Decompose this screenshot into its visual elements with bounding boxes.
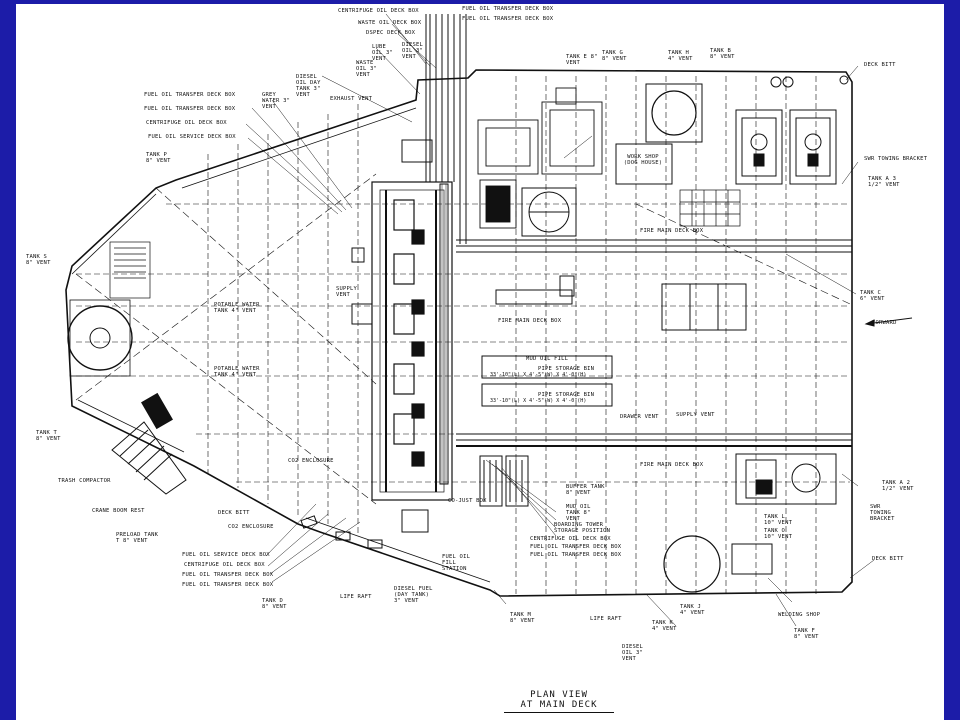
label-swr-towing-top: SWR TOWING BRACKET — [864, 156, 928, 162]
crane-pedestal-left — [67, 305, 133, 371]
label-supply-vent-2: SUPPLY VENT — [676, 412, 715, 418]
label-fo-transfer-top-b: FUEL OIL TRANSFER DECK BOX — [462, 16, 554, 22]
label-drawer-vent: DRAWER VENT — [620, 414, 659, 420]
label-welding-shop: WELDING SHOP — [778, 612, 821, 618]
label-dspec-top: DSPEC DECK BOX — [366, 30, 416, 36]
crane-boom — [111, 392, 187, 495]
label-tank-o: TANK O 10" VENT — [764, 528, 793, 540]
label-centrifuge-oil-top: CENTRIFUGE OIL DECK BOX — [338, 8, 419, 14]
label-pipe-storage-2-dim: 33'-10"(L) X 4'-5"(W) X 4'-0"(H) — [490, 398, 587, 404]
label-supply-vent: SUPPLY VENT — [336, 286, 358, 298]
label-pipe-storage-1: PIPE STORAGE BIN — [538, 366, 595, 372]
label-fo-service-bottom: FUEL OIL SERVICE DECK BOX — [182, 552, 270, 558]
label-tank-a-bottom: TANK A 2 1/2" VENT — [882, 480, 914, 492]
label-tank-j: TANK J 4" VENT — [680, 604, 705, 616]
label-tank-s: TANK S 8" VENT — [26, 254, 51, 266]
label-tank-m: TANK M 8" VENT — [510, 612, 535, 624]
frame-grid — [207, 76, 817, 594]
label-fire-main-3: FIRE MAIN DECK BOX — [640, 462, 704, 468]
label-fuel-oil-fill: FUEL OIL FILL STATION — [442, 554, 471, 572]
label-diesel-oil: DIESEL OIL 3" VENT — [402, 42, 424, 60]
label-co2-enclosure-1: CO2 ENCLOSURE — [288, 458, 334, 464]
machinery-column — [371, 181, 453, 501]
hatch-top — [651, 90, 697, 136]
label-life-raft-2: LIFE RAFT — [590, 616, 622, 622]
title-line-2: AT MAIN DECK — [504, 700, 614, 713]
label-fire-main-1: FIRE MAIN DECK BOX — [640, 228, 704, 234]
label-tank-a-top: TANK A 3 1/2" VENT — [868, 176, 900, 188]
label-centrifuge-center: CENTRIFUGE OIL DECK BOX — [530, 536, 611, 542]
label-fo-transfer-bottom-1: FUEL OIL TRANSFER DECK BOX — [182, 572, 274, 578]
label-tank-l: TANK L 10" VENT — [764, 514, 793, 526]
label-deck-bitt-left: DECK BITT — [218, 510, 250, 516]
pipe-storage-bin-2 — [481, 383, 613, 407]
winch-units — [735, 109, 837, 185]
label-pipe-storage-2: PIPE STORAGE BIN — [538, 392, 595, 398]
piping-runs — [456, 239, 852, 447]
label-trash-compactor: TRASH COMPACTOR — [58, 478, 111, 484]
label-fo-transfer-center-2: FUEL OIL TRANSFER DECK BOX — [530, 552, 622, 558]
label-fo-transfer-top-a: FUEL OIL TRANSFER DECK BOX — [462, 6, 554, 12]
label-grey-water: GREY WATER 3" VENT — [262, 92, 291, 110]
drawing-title: PLAN VIEW AT MAIN DECK — [504, 690, 614, 713]
label-centrifuge-left: CENTRIFUGE OIL DECK BOX — [146, 120, 227, 126]
label-lube-oil: LUBE OIL 3" VENT — [372, 44, 394, 62]
label-tank-b: TANK B 8" VENT — [710, 48, 735, 60]
generator-sets — [477, 87, 603, 229]
label-tank-g: TANK G 8" VENT — [602, 50, 627, 62]
deck-plan-drawing — [65, 13, 913, 627]
label-preload-tank: PRELOAD TANK T 8" VENT — [116, 532, 159, 544]
hull-outline — [65, 69, 853, 597]
drawing-sheet: CENTRIFUGE OIL DECK BOX WASTE OIL DECK B… — [16, 4, 944, 720]
label-diesel-fuel-day: DIESEL FUEL (DAY TANK) 3" VENT — [394, 586, 433, 604]
label-centrifuge-bottom: CENTRIFUGE OIL DECK BOX — [184, 562, 265, 568]
label-deck-bitt-br: DECK BITT — [872, 556, 904, 562]
label-exhaust-vent: EXHAUST VENT — [330, 96, 373, 102]
label-work-shop: WORK SHOP (DOG HOUSE) — [623, 154, 663, 166]
stairs-left — [109, 241, 151, 299]
label-tank-k: TANK K 4" VENT — [652, 620, 677, 632]
label-tank-d: TANK D 8" VENT — [262, 598, 287, 610]
panel-right — [661, 283, 747, 331]
label-pipe-storage-1-dim: 33'-10"(L) X 4'-5"(W) X 4'-0"(H) — [490, 372, 587, 378]
label-tank-p: TANK P 8" VENT — [146, 152, 171, 164]
label-co2-enclosure-2: CO2 ENCLOSURE — [228, 524, 274, 530]
label-crane-boom: CRANE BOOM REST — [92, 508, 145, 514]
label-fo-transfer-center-1: FUEL OIL TRANSFER DECK BOX — [530, 544, 622, 550]
lower-right-machinery — [735, 453, 837, 505]
label-boarding-tower: BOARDING TOWER STORAGE POSITION — [554, 522, 611, 534]
label-waste-oil-vent: WASTE OIL 3" VENT — [356, 60, 378, 78]
label-waste-oil-top: WASTE OIL DECK BOX — [358, 20, 422, 26]
label-deck-bitt-tr: DECK BITT — [864, 62, 896, 68]
label-life-raft-1: LIFE RAFT — [340, 594, 372, 600]
pipe-bundle — [401, 14, 467, 244]
label-swr-towing-bottom: SWR TOWING BRACKET — [870, 504, 895, 522]
work-shop — [615, 143, 673, 185]
leader-lines — [245, 13, 875, 627]
label-tank-h: TANK H 4" VENT — [668, 50, 693, 62]
label-diesel-day-tank: DIESEL OIL DAY TANK 3" VENT — [296, 74, 321, 98]
label-tank-t: TANK T 8" VENT — [36, 430, 61, 442]
label-tank-c: TANK C 6" VENT — [860, 290, 885, 302]
label-mud-oil-fill: MUD OIL FILL — [526, 356, 569, 362]
label-potable-1: POTABLE WATER TANK 4" VENT — [214, 302, 260, 314]
equipment-grid — [679, 189, 741, 227]
label-potable-2: POTABLE WATER TANK 4" VENT — [214, 366, 260, 378]
label-tank-e: TANK E 8" VENT — [566, 54, 598, 66]
pipe-storage-bin-1 — [481, 355, 613, 379]
label-buffer-tank: BUFFER TANK 8" VENT — [566, 484, 605, 496]
label-fo-transfer-left-2: FUEL OIL TRANSFER DECK BOX — [144, 106, 236, 112]
hatch-bottom — [663, 535, 721, 593]
label-fire-main-2: FIRE MAIN DECK BOX — [498, 318, 562, 324]
label-fo-transfer-left-1: FUEL OIL TRANSFER DECK BOX — [144, 92, 236, 98]
label-co-just-box: CO-JUST BOX — [448, 498, 487, 504]
label-fo-service-left: FUEL OIL SERVICE DECK BOX — [148, 134, 236, 140]
label-fo-transfer-bottom-2: FUEL OIL TRANSFER DECK BOX — [182, 582, 274, 588]
label-mud-oil-tank: MUD OIL TANK 8" VENT — [566, 504, 591, 522]
label-tank-f: TANK F 8" VENT — [794, 628, 819, 640]
title-line-1: PLAN VIEW — [530, 690, 588, 700]
label-diesel-oil-b: DIESEL OIL 3" VENT — [622, 644, 644, 662]
label-forward: FORWARD — [872, 320, 897, 326]
